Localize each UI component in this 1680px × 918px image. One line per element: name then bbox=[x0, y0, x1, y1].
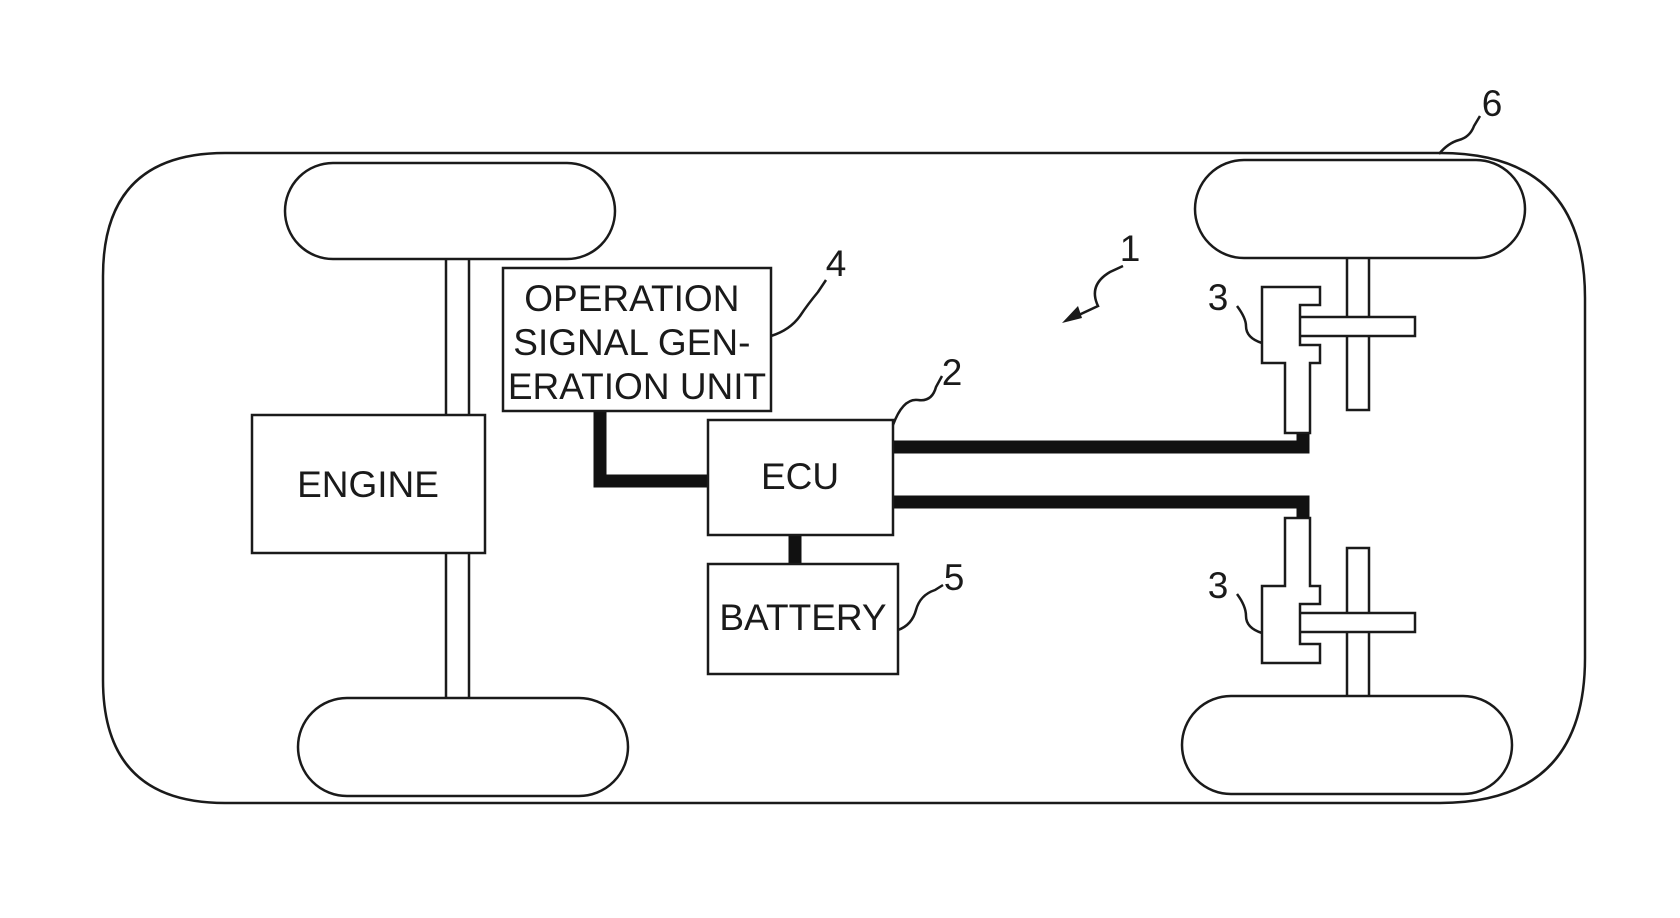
wire-ecu-to-actuator-lower bbox=[890, 502, 1303, 518]
wire-signal-unit-to-ecu bbox=[600, 410, 708, 481]
ref-numeral-4: 4 bbox=[826, 243, 847, 284]
engine-label: ENGINE bbox=[297, 464, 439, 505]
operation-signal-unit-line-3: ERATION UNIT bbox=[508, 366, 766, 407]
wire-ecu-to-actuator-upper bbox=[890, 434, 1303, 447]
leader-line-operation-signal-unit bbox=[771, 280, 826, 336]
brake-disc-lower bbox=[1297, 613, 1415, 632]
rear-left-wheel bbox=[1195, 160, 1525, 258]
leader-line-actuator-lower bbox=[1237, 594, 1262, 633]
operation-signal-unit-line-1: OPERATION bbox=[524, 278, 739, 319]
ref-numeral-6: 6 bbox=[1482, 83, 1503, 124]
leader-line-vehicle-body bbox=[1439, 116, 1480, 154]
operation-signal-unit-line-2: SIGNAL GEN- bbox=[513, 322, 750, 363]
ecu-label: ECU bbox=[761, 456, 839, 497]
rear-right-wheel bbox=[1182, 696, 1512, 794]
front-right-wheel bbox=[298, 698, 628, 796]
brake-actuator-upper bbox=[1262, 287, 1320, 433]
ref-numeral-1: 1 bbox=[1120, 228, 1141, 269]
brake-disc-upper bbox=[1297, 317, 1415, 336]
battery-label: BATTERY bbox=[719, 597, 886, 638]
leader-line-actuator-upper bbox=[1237, 306, 1262, 343]
leader-line-ecu bbox=[893, 376, 942, 425]
operation-signal-unit-label: OPERATION SIGNAL GEN- ERATION UNIT bbox=[508, 278, 766, 407]
ref-numeral-3-upper: 3 bbox=[1208, 277, 1229, 318]
ref-numeral-5: 5 bbox=[944, 557, 965, 598]
ref-numeral-2: 2 bbox=[942, 352, 963, 393]
leader-line-battery bbox=[898, 585, 943, 630]
leader-arrowhead-device bbox=[1062, 306, 1082, 323]
brake-actuator-lower bbox=[1262, 518, 1320, 663]
ref-numeral-3-lower: 3 bbox=[1208, 565, 1229, 606]
front-left-wheel bbox=[285, 163, 615, 259]
